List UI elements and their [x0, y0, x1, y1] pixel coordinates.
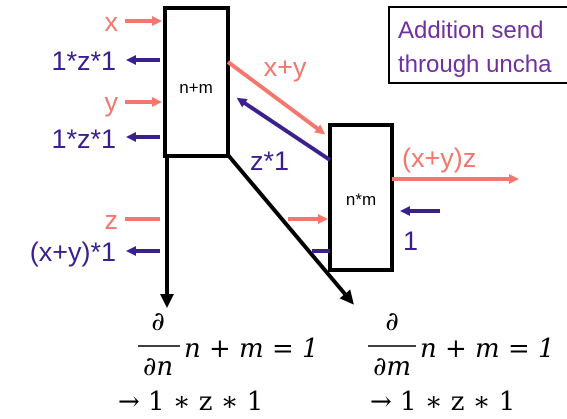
label-x: x — [105, 7, 119, 37]
label-output: (x+y)z — [402, 143, 476, 173]
label-upstream: 1 — [403, 226, 418, 256]
label-y: y — [105, 87, 119, 117]
equation-left: ∂ ∂n n + m = 1 → 1 ∗ z ∗ 1 — [118, 307, 319, 417]
label-z: z — [105, 205, 119, 235]
derivative-arrow-m — [226, 153, 354, 305]
equation-right-result: → 1 ∗ z ∗ 1 — [370, 387, 515, 417]
equation-right-denominator: ∂m — [373, 352, 411, 382]
equation-left-rhs: n + m = 1 — [184, 334, 319, 364]
label-grad-y: 1*z*1 — [51, 124, 116, 154]
note-box: Addition send through uncha — [388, 6, 567, 84]
equation-left-denominator: ∂n — [143, 352, 173, 382]
forward-arrow-sum — [226, 60, 326, 135]
add-node-label: n+m — [179, 78, 213, 97]
label-sum: x+y — [264, 52, 307, 82]
note-line-2: through uncha — [398, 51, 552, 78]
equation-left-result: → 1 ∗ z ∗ 1 — [118, 387, 263, 417]
equation-right-rhs: n + m = 1 — [420, 334, 555, 364]
mul-node-label: n*m — [346, 190, 376, 209]
equation-right-partial: ∂ — [385, 307, 398, 337]
label-grad-x: 1*z*1 — [51, 46, 116, 76]
label-grad-z: (x+y)*1 — [30, 237, 116, 267]
equation-left-partial: ∂ — [151, 307, 164, 337]
add-node-box — [163, 6, 230, 158]
backward-arrow-sum — [236, 97, 332, 162]
note-line-1: Addition send — [398, 17, 544, 44]
equation-right: ∂ ∂m n + m = 1 → 1 ∗ z ∗ 1 — [368, 307, 555, 417]
label-grad-sum: z*1 — [250, 146, 289, 176]
mul-node-box — [328, 123, 394, 272]
